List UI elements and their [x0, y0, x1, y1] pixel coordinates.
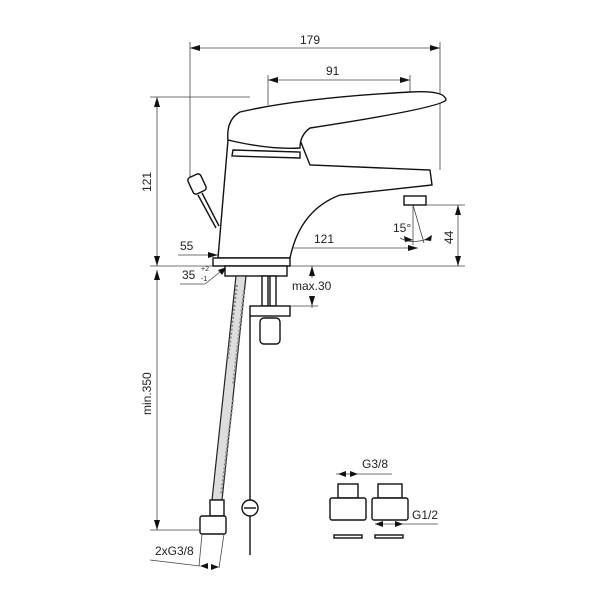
- hose-connection-label: 2xG3/8: [155, 544, 194, 558]
- dim-35-label: 35: [182, 268, 196, 282]
- dim-min350: min.350: [140, 270, 215, 531]
- dim-55: 55: [178, 239, 218, 258]
- dim-max30: max.30: [290, 266, 332, 308]
- adapter-g12-label: G1/2: [412, 508, 438, 522]
- dim-55-label: 55: [180, 239, 194, 253]
- dim-121-horizontal-label: 121: [314, 232, 334, 246]
- adapters: G3/8 G1/2: [329, 457, 438, 539]
- dim-179: 179: [189, 33, 441, 182]
- dim-15deg-label: 15°: [393, 221, 411, 235]
- aerator: [403, 195, 427, 206]
- dim-44: 44: [418, 204, 465, 266]
- adapter-g38-label: G3/8: [362, 457, 388, 471]
- dim-35-tol-minus: -1: [201, 276, 207, 283]
- dim-91-label: 91: [326, 64, 340, 78]
- dim-35-tol-plus: +2: [201, 266, 209, 273]
- dim-min350-label: min.350: [140, 372, 154, 415]
- dim-max30-label: max.30: [292, 279, 332, 293]
- base-plate: [212, 257, 291, 267]
- lever-handle: [227, 90, 447, 149]
- dim-179-label: 179: [300, 33, 320, 47]
- dim-15deg: 15°: [393, 204, 432, 245]
- dim-44-label: 44: [442, 230, 456, 244]
- dim-121-vertical-label: 121: [140, 172, 154, 192]
- faucet-body: [212, 90, 447, 267]
- drain-rod: [187, 173, 220, 229]
- mounting-hardware: [224, 265, 291, 555]
- dim-121-vertical: 121: [140, 96, 250, 266]
- dim-35: 35 +2 -1: [180, 266, 227, 285]
- dim-91: 91: [267, 64, 411, 105]
- supply-hose: 2xG3/8: [149, 275, 247, 570]
